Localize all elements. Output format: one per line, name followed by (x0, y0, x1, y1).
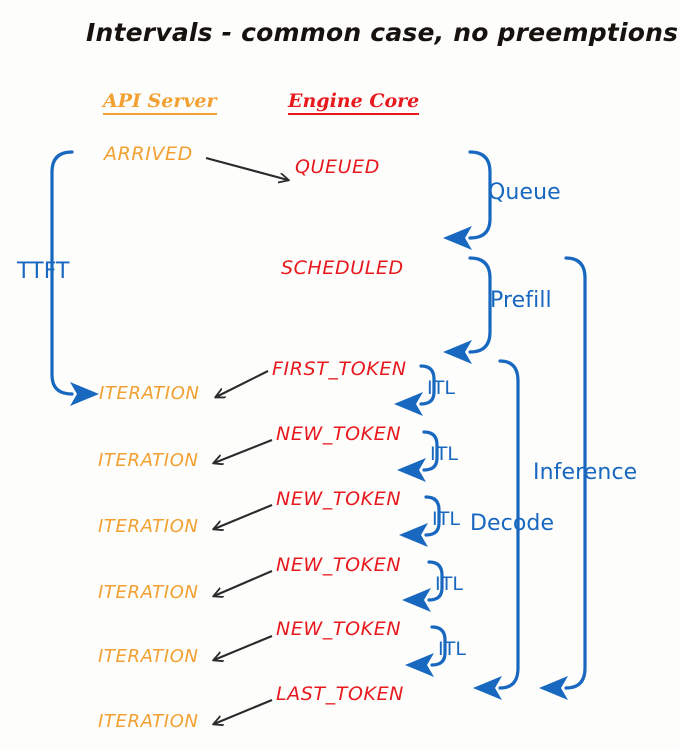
itl-arrowhead-1 (394, 392, 423, 416)
blue-arrowheads (70, 226, 568, 700)
event-iteration-4: ITERATION (98, 582, 199, 603)
itl-bracket-3 (424, 495, 441, 537)
itl-arrowhead-5 (405, 653, 434, 677)
arrow-first-token-to-iteration (216, 370, 269, 397)
metric-label-itl-1: ITL (427, 377, 456, 399)
event-arrived: ARRIVED (104, 143, 193, 165)
arrow-new-token-1-to-iteration (214, 439, 273, 463)
metric-label-itl-3: ITL (432, 508, 461, 530)
itl-arrowhead-4 (402, 588, 431, 612)
event-new-token-2: NEW_TOKEN (276, 488, 402, 510)
arrow-new-token-2-to-iteration (214, 504, 273, 529)
event-scheduled: SCHEDULED (281, 257, 404, 279)
ttft-bracket (50, 150, 74, 396)
page-title: Intervals - common case, no preemptions (86, 18, 679, 47)
prefill-bracket (468, 256, 492, 354)
event-last-token: LAST_TOKEN (276, 683, 404, 705)
event-new-token-1: NEW_TOKEN (276, 423, 402, 445)
metric-label-itl-2: ITL (430, 443, 459, 465)
decode-bracket (498, 359, 520, 690)
column-header-engine-core: Engine Core (288, 90, 420, 115)
arrow-new-token-4-to-iteration (214, 635, 273, 660)
queue-arrowhead (443, 226, 472, 250)
arrow-last-token-to-iteration (214, 699, 273, 724)
event-iteration-2: ITERATION (98, 450, 199, 471)
queue-bracket (468, 150, 492, 240)
event-iteration-6: ITERATION (98, 711, 199, 732)
event-new-token-3: NEW_TOKEN (276, 554, 402, 576)
prefill-arrowhead (443, 340, 472, 364)
arrow-new-token-3-to-iteration (214, 570, 273, 596)
itl-arrowhead-3 (399, 523, 428, 547)
itl-bracket-2 (422, 430, 439, 472)
metric-label-inference: Inference (533, 460, 638, 485)
metric-label-itl-4: ITL (435, 573, 464, 595)
itl-arrowhead-2 (397, 458, 426, 482)
itl-bracket-4 (427, 560, 444, 602)
event-queued: QUEUED (295, 156, 381, 178)
itl-bracket-5 (430, 625, 447, 667)
event-first-token: FIRST_TOKEN (272, 358, 407, 380)
metric-label-queue: Queue (488, 180, 561, 205)
event-iteration-3: ITERATION (98, 516, 199, 537)
metric-label-itl-5: ITL (438, 638, 467, 660)
inference-bracket (564, 256, 587, 690)
metric-label-prefill: Prefill (490, 288, 552, 313)
event-iteration-1: ITERATION (99, 383, 200, 404)
inference-arrowhead (539, 676, 568, 700)
column-header-api-server: API Server (103, 90, 217, 115)
event-iteration-5: ITERATION (98, 646, 199, 667)
itl-bracket-1 (419, 364, 436, 406)
arrow-arrived-to-queued (205, 156, 288, 180)
event-new-token-4: NEW_TOKEN (276, 618, 402, 640)
decode-arrowhead (473, 676, 502, 700)
metric-label-decode: Decode (470, 511, 555, 536)
metric-label-ttft: TTFT (17, 259, 70, 284)
ttft-arrowhead (70, 382, 99, 406)
